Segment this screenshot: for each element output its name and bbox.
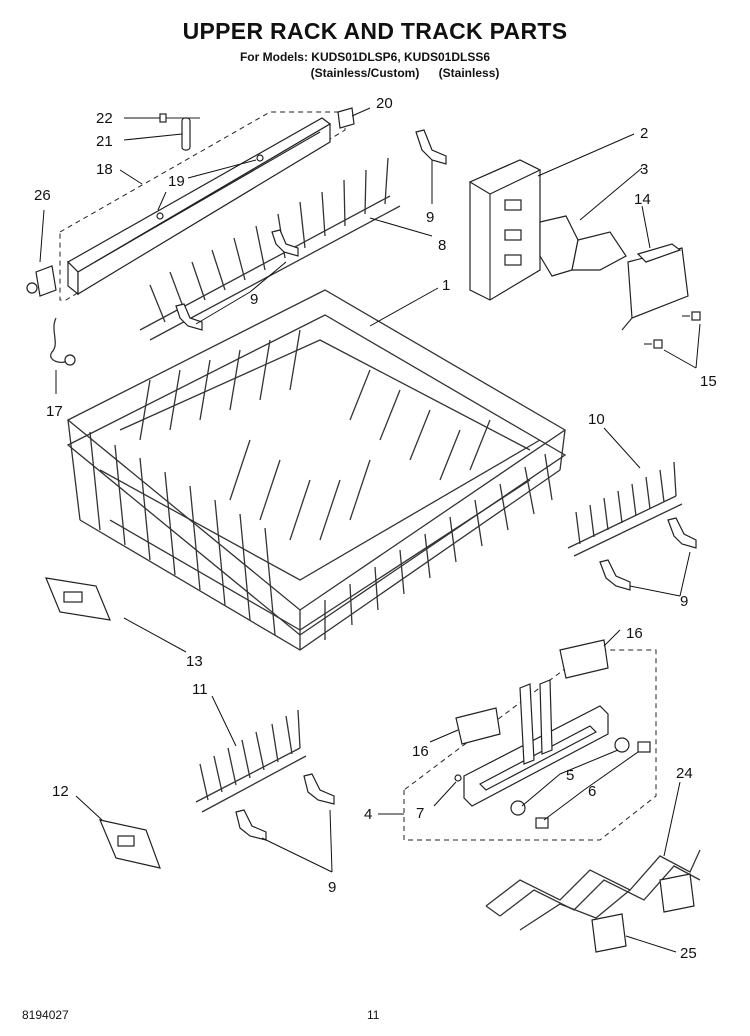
callout-26: 26	[34, 187, 51, 204]
rack-clip-9-mid	[175, 303, 203, 331]
model-variants: (Stainless/Custom) (Stainless)	[30, 66, 750, 80]
callout-9-top: 9	[426, 209, 434, 226]
variant-stainless: (Stainless)	[438, 66, 500, 80]
clips-16	[455, 639, 609, 745]
upper-track-rail	[67, 117, 332, 296]
callout-2: 2	[640, 125, 648, 142]
page-number: 11	[367, 1008, 380, 1022]
cover-14	[621, 243, 689, 331]
callout-20: 20	[376, 95, 393, 112]
callout-14: 14	[634, 191, 651, 208]
rack-clip-9-mid2	[271, 229, 299, 257]
end-clip-20	[337, 107, 355, 129]
variant-stainless-custom: (Stainless/Custom)	[310, 66, 420, 80]
rack-clip-9-lower-a	[303, 773, 335, 805]
tine-row-11	[195, 709, 307, 813]
callout-10: 10	[588, 411, 605, 428]
callout-22: 22	[96, 110, 113, 127]
callout-1: 1	[442, 277, 450, 294]
screws-15	[644, 311, 701, 349]
callout-24: 24	[676, 765, 693, 782]
callout-25: 25	[680, 945, 697, 962]
callout-3: 3	[640, 161, 648, 178]
callout-9-right: 9	[680, 593, 688, 610]
callout-4: 4	[364, 806, 372, 823]
callout-17: 17	[46, 403, 63, 420]
callout-18: 18	[96, 161, 113, 178]
rack-clip-9-right-b	[599, 559, 631, 591]
manifold-2	[468, 159, 542, 301]
callout-19: 19	[168, 173, 185, 190]
leader-lines	[39, 107, 701, 953]
callout-8: 8	[438, 237, 446, 254]
track-assembly-boundary	[59, 111, 346, 301]
screw-22	[159, 113, 200, 123]
page-title: UPPER RACK AND TRACK PARTS	[182, 18, 568, 44]
rack-clip-9-top	[415, 129, 447, 165]
callout-7: 7	[416, 805, 424, 822]
rack-clip-9-lower-b	[235, 809, 267, 841]
lower-track-4	[463, 679, 609, 807]
stop-26	[26, 265, 57, 297]
callout-16-top: 16	[626, 625, 643, 642]
callout-15: 15	[700, 373, 717, 390]
hose-17	[50, 317, 76, 366]
clips-25	[591, 873, 695, 953]
bumper-13	[45, 577, 111, 621]
callout-labels: 22 21 18 19 20 26 17 2 3 14 15 9 8 9 1 1…	[34, 95, 717, 962]
callout-11: 11	[192, 681, 208, 698]
callout-9-rack: 9	[250, 291, 258, 308]
bumper-12	[98, 819, 161, 869]
callout-9-bottom: 9	[328, 879, 336, 896]
diverter-3	[539, 215, 627, 277]
wire-guide-24	[485, 849, 701, 931]
track-assembly-4-boundary	[403, 649, 657, 841]
tine-row-10	[567, 461, 683, 557]
bracket-21	[181, 117, 191, 151]
callout-21: 21	[96, 133, 113, 150]
callout-6: 6	[588, 783, 596, 800]
callout-5: 5	[566, 767, 574, 784]
models-line: For Models: KUDS01DLSP6, KUDS01DLSS6	[239, 50, 491, 64]
upper-rack-1	[66, 289, 567, 651]
callout-12: 12	[52, 783, 69, 800]
callout-16-mid: 16	[412, 743, 429, 760]
callout-13: 13	[186, 653, 203, 670]
rollers	[454, 737, 651, 829]
document-number: 8194027	[22, 1008, 69, 1022]
rack-clip-9-right-a	[667, 517, 697, 549]
